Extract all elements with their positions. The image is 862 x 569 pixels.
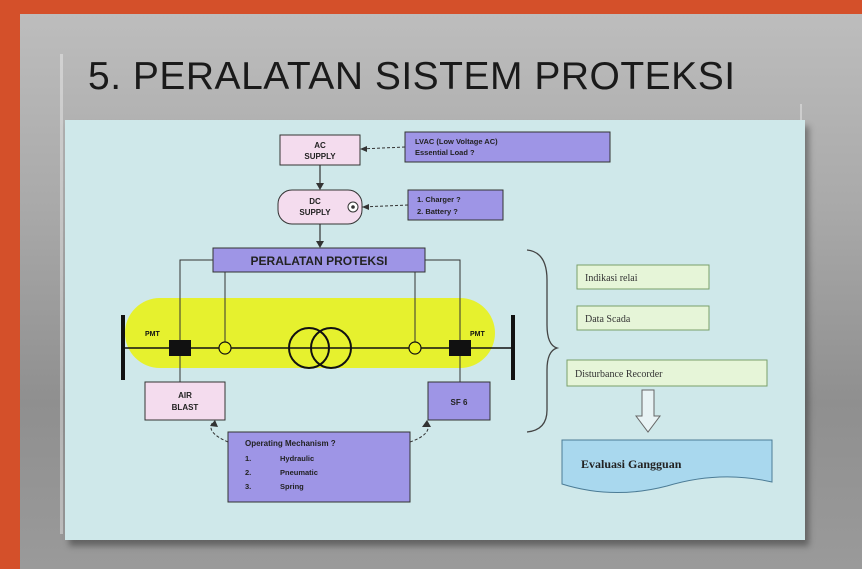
- left-accent-strip: [0, 0, 20, 569]
- indikasi-relai-label: Indikasi relai: [585, 273, 638, 284]
- dc-supply-label-1: DC: [309, 197, 321, 206]
- sf6-label: SF 6: [451, 398, 468, 407]
- data-scada-label: Data Scada: [585, 314, 631, 325]
- operating-item-num: 1.: [245, 454, 251, 463]
- ac-supply-box: AC SUPPLY: [279, 134, 361, 166]
- ac-note-box: LVAC (Low Voltage AC) Essential Load ?: [404, 131, 611, 163]
- protection-diagram: AC SUPPLY LVAC (Low Voltage AC) Essentia…: [121, 131, 773, 503]
- control-line-right-outer: [425, 259, 461, 340]
- dc-note-connector: [361, 204, 409, 208]
- ac-supply-label-2: SUPPLY: [304, 152, 336, 161]
- data-scada-box: Data Scada: [576, 305, 710, 331]
- protection-equipment-label: PERALATAN PROTEKSI: [251, 254, 388, 268]
- arrow-head: [360, 146, 367, 152]
- operating-mechanism-title: Operating Mechanism ?: [245, 439, 336, 448]
- evaluasi-gangguan-label: Evaluasi Gangguan: [581, 457, 682, 471]
- ac-note-connector: [359, 146, 406, 150]
- control-line-left-outer: [179, 259, 213, 340]
- decorative-line: [60, 54, 63, 534]
- protection-equipment-box: PERALATAN PROTEKSI: [212, 247, 426, 273]
- indikasi-relai-box: Indikasi relai: [576, 264, 710, 290]
- top-accent-strip: [0, 0, 862, 14]
- right-current-transformer: [408, 341, 422, 355]
- air-blast-label-2: BLAST: [172, 403, 199, 412]
- highlight-band: [125, 298, 495, 368]
- dc-note-line-1: 1. Charger ?: [417, 195, 461, 204]
- ac-supply-label-1: AC: [314, 141, 326, 150]
- dc-supply-label-2: SUPPLY: [299, 208, 331, 217]
- evaluasi-gangguan-box: Evaluasi Gangguan: [561, 439, 773, 494]
- arrow-head: [316, 183, 324, 190]
- pmt-right-label: PMT: [470, 331, 486, 338]
- arrow-head: [316, 241, 324, 248]
- operating-mechanism-box: Operating Mechanism ? 1. Hydraulic 2. Pn…: [227, 431, 411, 503]
- arrow-head: [422, 420, 431, 427]
- operating-item-label: Spring: [280, 482, 304, 491]
- operating-item-num: 2.: [245, 468, 251, 477]
- ac-note-line-2: Essential Load ?: [415, 148, 475, 157]
- pmt-left-label: PMT: [145, 331, 161, 338]
- air-blast-box: AIR BLAST: [144, 381, 226, 421]
- left-current-transformer: [218, 341, 232, 355]
- ac-note-line-1: LVAC (Low Voltage AC): [415, 137, 498, 146]
- left-breaker: [169, 340, 191, 356]
- right-breaker: [449, 340, 471, 356]
- dc-note-line-2: 2. Battery ?: [417, 207, 458, 216]
- diagram-panel: AC SUPPLY LVAC (Low Voltage AC) Essentia…: [65, 120, 805, 540]
- arrow-head: [362, 204, 369, 210]
- disturbance-recorder-label: Disturbance Recorder: [575, 369, 663, 380]
- disturbance-recorder-box: Disturbance Recorder: [566, 359, 768, 387]
- dc-supply-box: DC SUPPLY: [277, 189, 363, 225]
- operating-item-label: Pneumatic: [280, 468, 318, 477]
- down-arrow-icon: [635, 389, 661, 433]
- operating-item-num: 3.: [245, 482, 251, 491]
- grouping-brace: [526, 249, 560, 433]
- transformer-winding-1: [288, 327, 330, 369]
- arrow-head: [210, 420, 218, 427]
- sf6-box: SF 6: [427, 381, 491, 421]
- operating-item-label: Hydraulic: [280, 454, 314, 463]
- dc-note-box: 1. Charger ? 2. Battery ?: [407, 189, 504, 221]
- transformer-winding-2: [310, 327, 352, 369]
- air-blast-label-1: AIR: [178, 391, 192, 400]
- slide-title: 5. PERALATAN SISTEM PROTEKSI: [88, 55, 736, 98]
